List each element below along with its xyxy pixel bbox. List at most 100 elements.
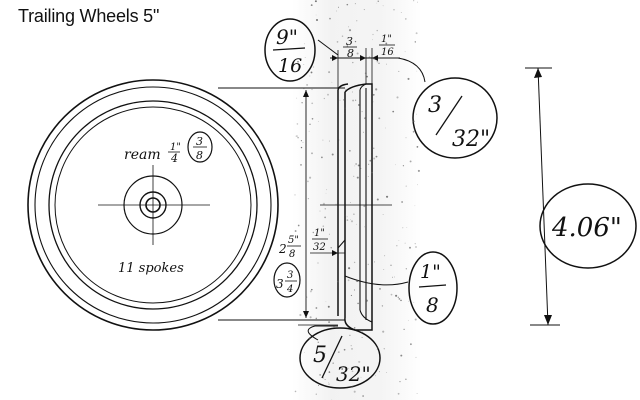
hub-depth-circle xyxy=(264,18,316,82)
scan-speckle xyxy=(403,328,405,331)
scan-speckle xyxy=(309,75,311,77)
scan-speckle xyxy=(324,353,326,355)
flange-numerator: 3 xyxy=(428,93,442,118)
scan-speckle xyxy=(296,135,298,137)
scan-speckle xyxy=(346,45,349,47)
scan-speckle xyxy=(338,139,340,141)
scan-speckle xyxy=(346,216,348,218)
scan-speckle xyxy=(398,298,401,300)
rim-thickness-numerator: 1" xyxy=(381,34,392,45)
scan-speckle xyxy=(314,238,315,240)
scan-speckle xyxy=(414,205,416,207)
step-denominator: 32 xyxy=(313,242,326,253)
scan-speckle xyxy=(392,276,393,278)
scan-speckle xyxy=(402,227,404,229)
scan-speckle xyxy=(328,140,331,142)
scan-speckle xyxy=(327,305,330,308)
dim-overall-line xyxy=(537,67,549,326)
scan-speckle xyxy=(346,219,349,221)
front-view-labels: ream 1" 4 3 8 11 spokes xyxy=(118,131,213,276)
scan-speckle xyxy=(385,42,388,45)
scan-speckle xyxy=(400,354,403,357)
scan-speckle xyxy=(329,17,331,20)
scan-speckle xyxy=(302,141,304,143)
scan-speckle xyxy=(352,61,354,64)
scan-speckle xyxy=(371,171,373,174)
scan-speckle xyxy=(368,163,370,165)
scan-speckle xyxy=(353,289,356,291)
tread-diameter-numerator: 5" xyxy=(288,235,299,246)
scan-speckle xyxy=(382,330,385,333)
scan-speckle xyxy=(400,299,402,302)
scan-speckle xyxy=(314,0,317,3)
scan-speckle xyxy=(325,192,327,194)
arrow-tread-top xyxy=(303,90,309,97)
scan-speckle xyxy=(330,247,332,249)
scan-speckle xyxy=(324,208,327,210)
scan-speckle xyxy=(376,349,378,351)
scan-speckle xyxy=(395,294,398,297)
scan-speckle xyxy=(324,216,326,219)
scan-speckle xyxy=(390,264,392,266)
wheel-inner-rim-circle xyxy=(54,106,252,304)
scan-speckle xyxy=(370,153,372,155)
scan-speckle xyxy=(381,305,384,307)
scan-speckle xyxy=(350,220,354,223)
scan-speckle xyxy=(337,280,339,283)
scan-speckle xyxy=(364,72,367,75)
ream-label: ream xyxy=(124,147,161,163)
hub-depth-bar xyxy=(272,47,306,51)
scan-speckle xyxy=(344,214,347,216)
arrow-tread-bottom xyxy=(303,311,309,318)
arrow-step xyxy=(332,250,338,256)
scan-speckle xyxy=(414,41,416,43)
bottom-circled-denominator: 32" xyxy=(336,362,371,386)
scan-speckle xyxy=(294,194,296,196)
scan-speckle xyxy=(351,348,353,350)
scan-speckle xyxy=(404,242,406,244)
scan-speckle xyxy=(348,267,351,270)
scan-speckle xyxy=(376,198,379,201)
scan-speckle xyxy=(313,66,315,68)
scan-speckle xyxy=(354,40,357,43)
scan-speckle xyxy=(322,202,325,205)
scan-speckle xyxy=(379,371,381,373)
scan-speckle xyxy=(328,371,331,373)
scan-speckle xyxy=(353,327,356,329)
scan-speckle xyxy=(324,379,326,380)
scan-speckle xyxy=(305,296,308,298)
ream-circled-ring xyxy=(187,131,213,163)
scan-speckle xyxy=(372,56,373,58)
scan-speckle xyxy=(308,337,311,340)
wheel-flange-circle xyxy=(34,86,272,324)
scan-speckle xyxy=(356,20,358,22)
scan-speckle xyxy=(315,393,317,395)
step-circled-numerator: 1" xyxy=(420,261,441,283)
scan-speckle xyxy=(300,140,302,142)
scan-speckle xyxy=(328,71,331,74)
scan-speckle xyxy=(311,288,313,291)
scan-speckle xyxy=(375,375,376,377)
scan-speckle xyxy=(374,261,376,263)
scan-speckle xyxy=(311,117,314,120)
scan-speckle xyxy=(372,39,373,41)
scan-speckle xyxy=(412,120,415,123)
overall-circled-ring xyxy=(539,183,637,269)
leader-step xyxy=(344,275,409,286)
scan-speckle xyxy=(392,110,395,113)
scan-speckle xyxy=(382,5,384,7)
scan-speckle xyxy=(354,3,356,5)
scan-speckle xyxy=(294,230,297,232)
leader-bottom xyxy=(307,325,338,341)
scan-speckle xyxy=(306,180,309,183)
step-circled-bar xyxy=(418,284,447,288)
scan-speckle xyxy=(304,43,305,45)
scan-speckle xyxy=(409,160,412,163)
scan-speckle xyxy=(375,88,378,91)
scan-speckle xyxy=(309,123,311,125)
scan-speckle xyxy=(358,104,360,106)
leader-hub-depth xyxy=(317,39,339,56)
scan-speckle xyxy=(322,139,324,141)
scan-speckle xyxy=(406,227,408,228)
